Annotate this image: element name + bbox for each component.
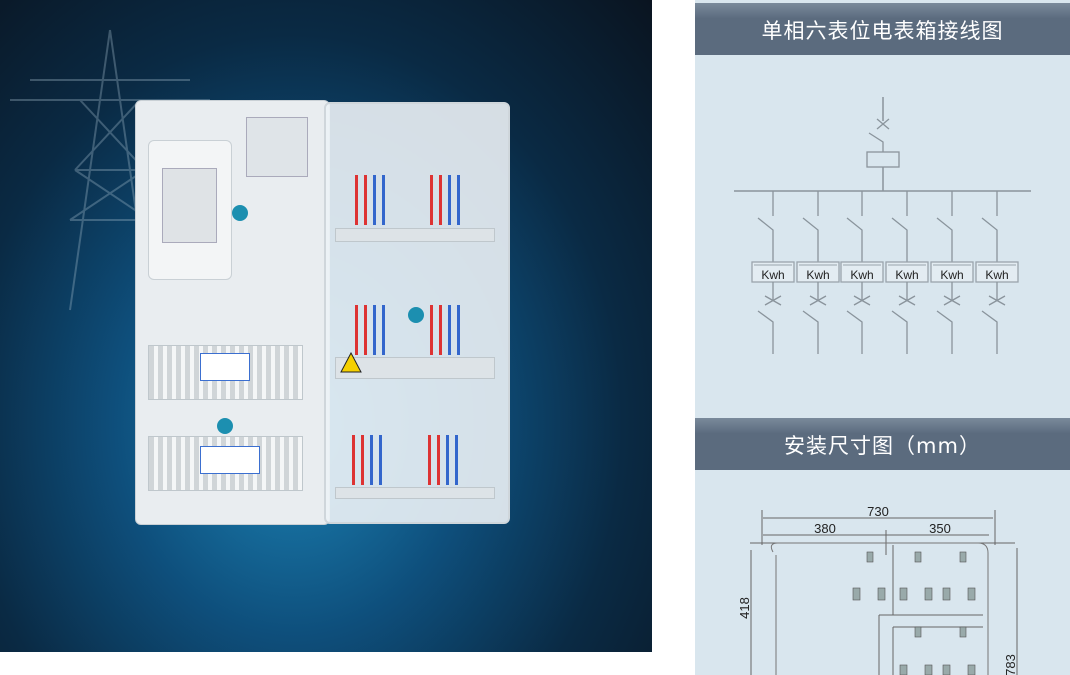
breaker-cross-icon — [764, 295, 782, 306]
dimension-diagram: 730 380 350 418 783 — [737, 504, 1018, 675]
kwh-meter-label: Kwh — [761, 268, 784, 282]
output-switch-icon — [936, 310, 953, 354]
main-breaker — [162, 168, 217, 243]
wire — [457, 305, 460, 355]
wire — [448, 305, 451, 355]
diagram-panel: 单相六表位电表箱接线图 Kwh Kwh Kwh Kwh Kwh Kwh 安装尺寸图（mm）… — [695, 0, 1070, 675]
wire — [439, 175, 442, 225]
wire — [430, 175, 433, 225]
power-tower-icon — [10, 29, 210, 311]
dim-total-height: 783 — [1003, 654, 1018, 675]
branch-switch-icon — [891, 217, 908, 262]
breaker-module — [200, 353, 250, 381]
wire — [379, 435, 382, 485]
output-switch-icon — [981, 310, 998, 354]
breaker-cross-icon — [876, 118, 890, 130]
branch-switch-icon — [936, 217, 953, 262]
dim-left-height: 418 — [737, 597, 752, 619]
main-switch-icon — [868, 132, 884, 152]
wiring-diagram: Kwh Kwh Kwh Kwh Kwh Kwh — [734, 97, 1031, 354]
dim-total-width: 730 — [867, 504, 889, 519]
breaker-cross-icon — [809, 295, 827, 306]
kwh-meter-label: Kwh — [850, 268, 873, 282]
wire — [446, 435, 449, 485]
wire — [448, 175, 451, 225]
output-switch-icon — [802, 310, 819, 354]
output-switch-icon — [757, 310, 774, 354]
dim-right-width: 350 — [929, 521, 951, 536]
kwh-meter-label: Kwh — [806, 268, 829, 282]
branch-switch-icon — [981, 217, 998, 262]
wire — [364, 175, 367, 225]
kwh-meter-label: Kwh — [940, 268, 963, 282]
kwh-meter-label: Kwh — [985, 268, 1008, 282]
branch-switch-icon — [802, 217, 819, 262]
wiring-diagram-title: 单相六表位电表箱接线图 — [695, 3, 1070, 55]
wire — [430, 305, 433, 355]
wire — [373, 175, 376, 225]
breaker-cross-icon — [853, 295, 871, 306]
wire — [437, 435, 440, 485]
breaker-cross-icon — [988, 295, 1006, 306]
wire — [355, 175, 358, 225]
wire — [382, 305, 385, 355]
meter-window — [246, 117, 308, 177]
main-device — [866, 151, 900, 168]
wire — [457, 175, 460, 225]
lock-button — [232, 205, 248, 221]
wire — [382, 175, 385, 225]
wire — [455, 435, 458, 485]
dimension-diagram-title: 安装尺寸图（mm） — [695, 418, 1070, 470]
wire — [370, 435, 373, 485]
output-switch-icon — [846, 310, 863, 354]
product-photo — [0, 0, 652, 652]
wire — [364, 305, 367, 355]
wire — [352, 435, 355, 485]
kwh-meter-label: Kwh — [895, 268, 918, 282]
lock-button — [217, 418, 233, 434]
lock-button — [408, 307, 424, 323]
wire — [439, 305, 442, 355]
shelf-2 — [335, 357, 495, 379]
dim-left-width: 380 — [814, 521, 836, 536]
breaker-cross-icon — [943, 295, 961, 306]
breaker-cross-icon — [898, 295, 916, 306]
shelf-1 — [335, 228, 495, 242]
warning-icon — [340, 352, 362, 373]
branch-switch-icon — [757, 217, 774, 262]
wire — [361, 435, 364, 485]
output-switch-icon — [891, 310, 908, 354]
wire — [428, 435, 431, 485]
wire — [355, 305, 358, 355]
wire — [373, 305, 376, 355]
branch-switch-icon — [846, 217, 863, 262]
shelf-3 — [335, 487, 495, 499]
breaker-module — [200, 446, 260, 474]
